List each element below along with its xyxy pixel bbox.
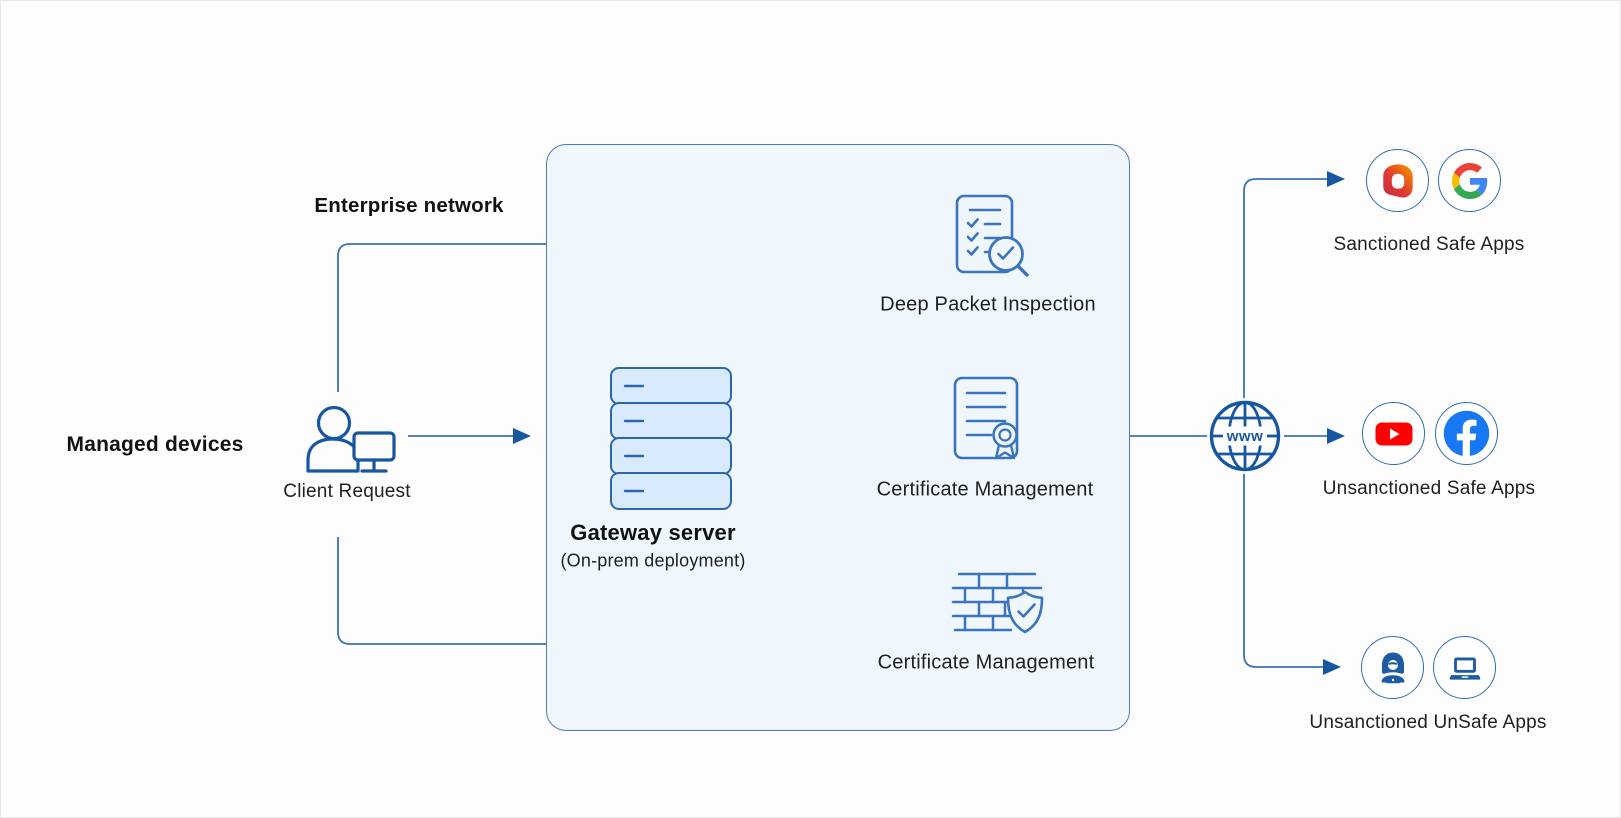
client-request-label: Client Request	[283, 481, 411, 502]
feature-label-firewall: Certificate Management	[877, 651, 1095, 674]
facebook-icon	[1435, 402, 1498, 465]
firewall-shield-icon	[951, 572, 1044, 634]
gateway-server-subtitle: (On-prem deployment)	[560, 550, 746, 571]
enterprise-bracket-top	[337, 243, 547, 392]
gateway-server-icon	[610, 367, 732, 510]
arrowhead-client	[513, 428, 531, 444]
arrowhead-middle	[1327, 428, 1345, 444]
feature-label-certificate: Certificate Management	[876, 478, 1094, 501]
feature-label-dpi: Deep Packet Inspection	[880, 293, 1096, 316]
branch-top	[1243, 178, 1327, 398]
youtube-icon	[1362, 402, 1425, 465]
arrowhead-top	[1327, 171, 1345, 187]
microsoft-office-icon	[1366, 149, 1429, 212]
app-group-label-unsanctioned-safe: Unsanctioned Safe Apps	[1322, 478, 1536, 499]
branch-bottom	[1243, 474, 1323, 668]
client-user-icon	[306, 405, 396, 473]
app-group-label-sanctioned-safe: Sanctioned Safe Apps	[1333, 234, 1525, 255]
arrowhead-bottom	[1323, 659, 1341, 675]
unsafe-laptop-icon	[1433, 636, 1496, 699]
enterprise-bracket-bottom	[337, 537, 547, 645]
app-group-label-unsanctioned-unsafe: Unsanctioned UnSafe Apps	[1309, 712, 1547, 733]
google-icon	[1438, 149, 1501, 212]
hacker-icon	[1361, 636, 1424, 699]
globe-www-icon: www	[1209, 400, 1281, 472]
globe-www-text: www	[1226, 428, 1264, 445]
gateway-server-title: Gateway server	[570, 520, 736, 545]
enterprise-network-label: Enterprise network	[314, 194, 504, 217]
managed-devices-label: Managed devices	[66, 433, 244, 456]
packet-inspection-icon	[955, 194, 1029, 277]
certificate-icon	[953, 376, 1019, 460]
